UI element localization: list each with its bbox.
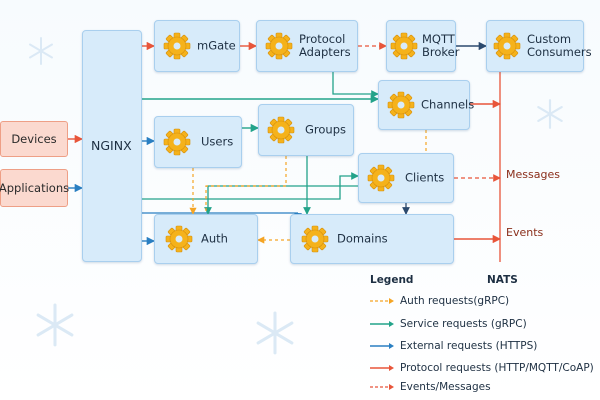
snowflake-icon [36, 303, 74, 347]
messages-label: Messages [506, 168, 560, 181]
snowflake-icon [256, 311, 294, 355]
gear-icon [390, 32, 418, 60]
mqtt-broker-label: MQTT Broker [422, 31, 460, 59]
legend-item-events: Events/Messages [370, 381, 491, 393]
nginx-box[interactable]: NGINX [82, 30, 142, 262]
applications-box[interactable]: Applications [0, 169, 70, 207]
auth-box[interactable]: Auth [154, 214, 258, 264]
gear-icon [267, 116, 295, 144]
legend-label-auth: Auth requests(gRPC) [400, 295, 510, 307]
legend-item-service: Service requests (gRPC) [370, 318, 527, 330]
gear-icon [265, 32, 293, 60]
legend-swatch-external [370, 343, 394, 349]
domains-box[interactable]: Domains [290, 214, 454, 264]
legend-swatch-auth [370, 298, 394, 304]
users-box[interactable]: Users [154, 116, 242, 168]
snowflake-icon [29, 37, 53, 65]
clients-label: Clients [405, 170, 445, 185]
gear-icon [493, 32, 521, 60]
gear-icon [387, 91, 415, 119]
legend-item-auth: Auth requests(gRPC) [370, 295, 509, 307]
mgate-box[interactable]: mGate [154, 20, 240, 72]
nats-label: NATS [487, 274, 518, 286]
groups-box[interactable]: Groups [258, 104, 354, 156]
mqtt-broker-line-1: MQTT [422, 31, 455, 46]
snowflake-icon [537, 99, 563, 129]
domains-label: Domains [337, 231, 388, 246]
groups-to-auth-arrow [205, 156, 287, 214]
applications-label: Applications [0, 181, 70, 195]
legend-swatch-service [370, 321, 394, 327]
nginx-to-clients-arrow [142, 172, 359, 200]
protocol-adapters-box[interactable]: Protocol Adapters [256, 20, 358, 72]
legend-swatch-events [370, 384, 394, 390]
clients-box[interactable]: Clients [358, 153, 454, 203]
nginx-label: NGINX [91, 137, 132, 153]
legend-label-external: External requests (HTTPS) [400, 340, 538, 352]
users-label: Users [201, 134, 234, 149]
gear-icon [367, 164, 395, 192]
legend-title: Legend [370, 274, 414, 286]
gear-icon [301, 225, 329, 253]
groups-label: Groups [305, 122, 347, 137]
clients-to-users-arrow [204, 185, 358, 215]
legend-item-external: External requests (HTTPS) [370, 340, 537, 352]
legend-label-service: Service requests (gRPC) [400, 318, 527, 330]
legend-item-protocol: Protocol requests (HTTP/MQTT/CoAP) [370, 362, 594, 374]
channels-label: Channels [421, 97, 475, 112]
devices-box[interactable]: Devices [0, 121, 68, 157]
custom-consumers-box[interactable]: Custom Consumers [486, 20, 592, 72]
protocol-adapters-label: Protocol Adapters [299, 31, 351, 59]
gear-icon [163, 32, 191, 60]
custom-consumers-line-2: Consumers [527, 45, 592, 59]
auth-label: Auth [201, 231, 228, 246]
legend-label-protocol: Protocol requests (HTTP/MQTT/CoAP) [400, 362, 594, 374]
legend-label-events: Events/Messages [400, 381, 491, 393]
mqtt-broker-box[interactable]: MQTT Broker [386, 20, 460, 72]
adapters-to-channels-arrow [332, 72, 379, 98]
protocol-adapters-line-2: Adapters [299, 45, 351, 59]
legend-swatch-protocol [370, 365, 394, 371]
mgate-label: mGate [197, 38, 236, 53]
custom-consumers-label: Custom Consumers [527, 31, 592, 59]
gear-icon [163, 128, 191, 156]
mqtt-broker-line-2: Broker [422, 45, 460, 59]
custom-consumers-line-1: Custom [527, 31, 572, 46]
gear-icon [165, 225, 193, 253]
events-label: Events [506, 226, 544, 239]
protocol-adapters-line-1: Protocol [299, 31, 346, 46]
devices-label: Devices [11, 132, 57, 146]
channels-box[interactable]: Channels [378, 80, 474, 130]
